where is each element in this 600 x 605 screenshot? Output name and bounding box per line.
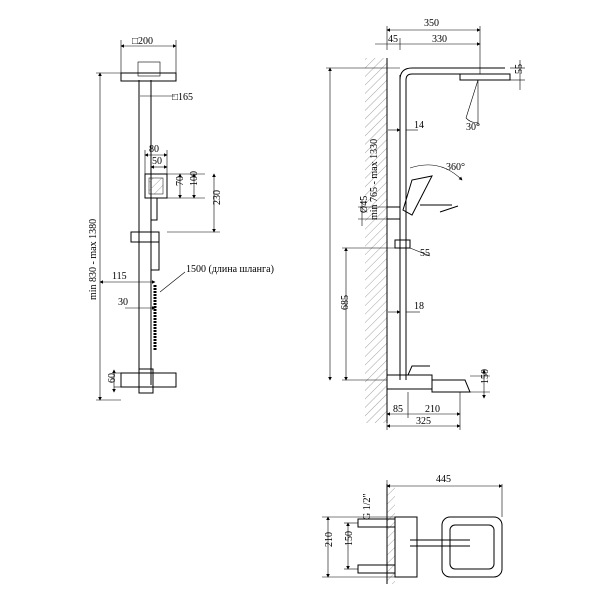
dim-hose: 1500 (длина шланга) xyxy=(186,264,274,275)
dim-55-holder: 55 xyxy=(420,248,430,259)
top-head-inner xyxy=(449,524,495,570)
dim-55-head: 55 xyxy=(514,64,525,74)
dim-685: 685 xyxy=(340,295,351,310)
top-head-outer xyxy=(441,516,503,578)
dim-head-size: □200 xyxy=(132,36,153,47)
dim-445: 445 xyxy=(436,474,451,485)
dim-side-height: min 765 - max 1330 xyxy=(369,139,380,220)
dim-front-height: min 830 - max 1380 xyxy=(88,219,99,300)
dim-18: 18 xyxy=(414,301,424,312)
dim-thread: G 1/2" xyxy=(362,493,373,520)
dim-arm-size: □165 xyxy=(172,92,193,103)
top-view: 445 210 150 G 1/2" xyxy=(322,474,503,584)
dim-360: 360° xyxy=(446,162,465,173)
dim-handset-230: 230 xyxy=(212,190,223,205)
top-wall-hatch xyxy=(387,484,395,584)
spout-side xyxy=(431,379,471,393)
dim-330: 330 xyxy=(432,34,447,45)
hand-shower-side xyxy=(402,175,433,216)
dim-handset-80: 80 xyxy=(149,144,159,155)
mixer-handle xyxy=(138,368,154,394)
dim-45: 45 xyxy=(388,34,398,45)
mixer-front xyxy=(120,372,177,388)
wall-hatch xyxy=(365,58,387,423)
holder-side xyxy=(386,206,401,220)
shower-head-side xyxy=(459,73,511,81)
side-view: 350 45 330 55 30° 14 360° Ø45 55 xyxy=(326,18,525,430)
dim-150-side: 150 xyxy=(480,369,491,384)
slider-bracket xyxy=(130,231,160,243)
head-connector xyxy=(137,61,161,77)
dim-325: 325 xyxy=(416,416,431,427)
shower-head-front xyxy=(120,72,177,82)
dim-60: 60 xyxy=(107,373,118,383)
top-mixer xyxy=(394,516,418,578)
dim-115: 115 xyxy=(112,271,127,282)
dim-45-holder: Ø45 xyxy=(359,196,370,213)
dim-14: 14 xyxy=(414,120,424,131)
dim-150-top: 150 xyxy=(344,531,355,546)
dim-210-top: 210 xyxy=(324,532,335,547)
front-view: □200 □165 80 50 70 100 230 min 830 xyxy=(88,36,274,401)
dim-handset-70: 70 xyxy=(175,176,186,186)
dim-210: 210 xyxy=(425,404,440,415)
dim-350: 350 xyxy=(424,18,439,29)
dim-85: 85 xyxy=(393,404,403,415)
mixer-side xyxy=(386,374,433,390)
dim-handset-50: 50 xyxy=(152,156,162,167)
dim-30: 30 xyxy=(118,297,128,308)
slider-side xyxy=(394,239,411,249)
shower-arm xyxy=(399,67,505,81)
hand-shower-grid xyxy=(148,177,164,195)
dim-handset-100: 100 xyxy=(189,171,200,186)
dim-spray-angle: 30° xyxy=(466,122,480,133)
slider-body xyxy=(150,241,160,271)
